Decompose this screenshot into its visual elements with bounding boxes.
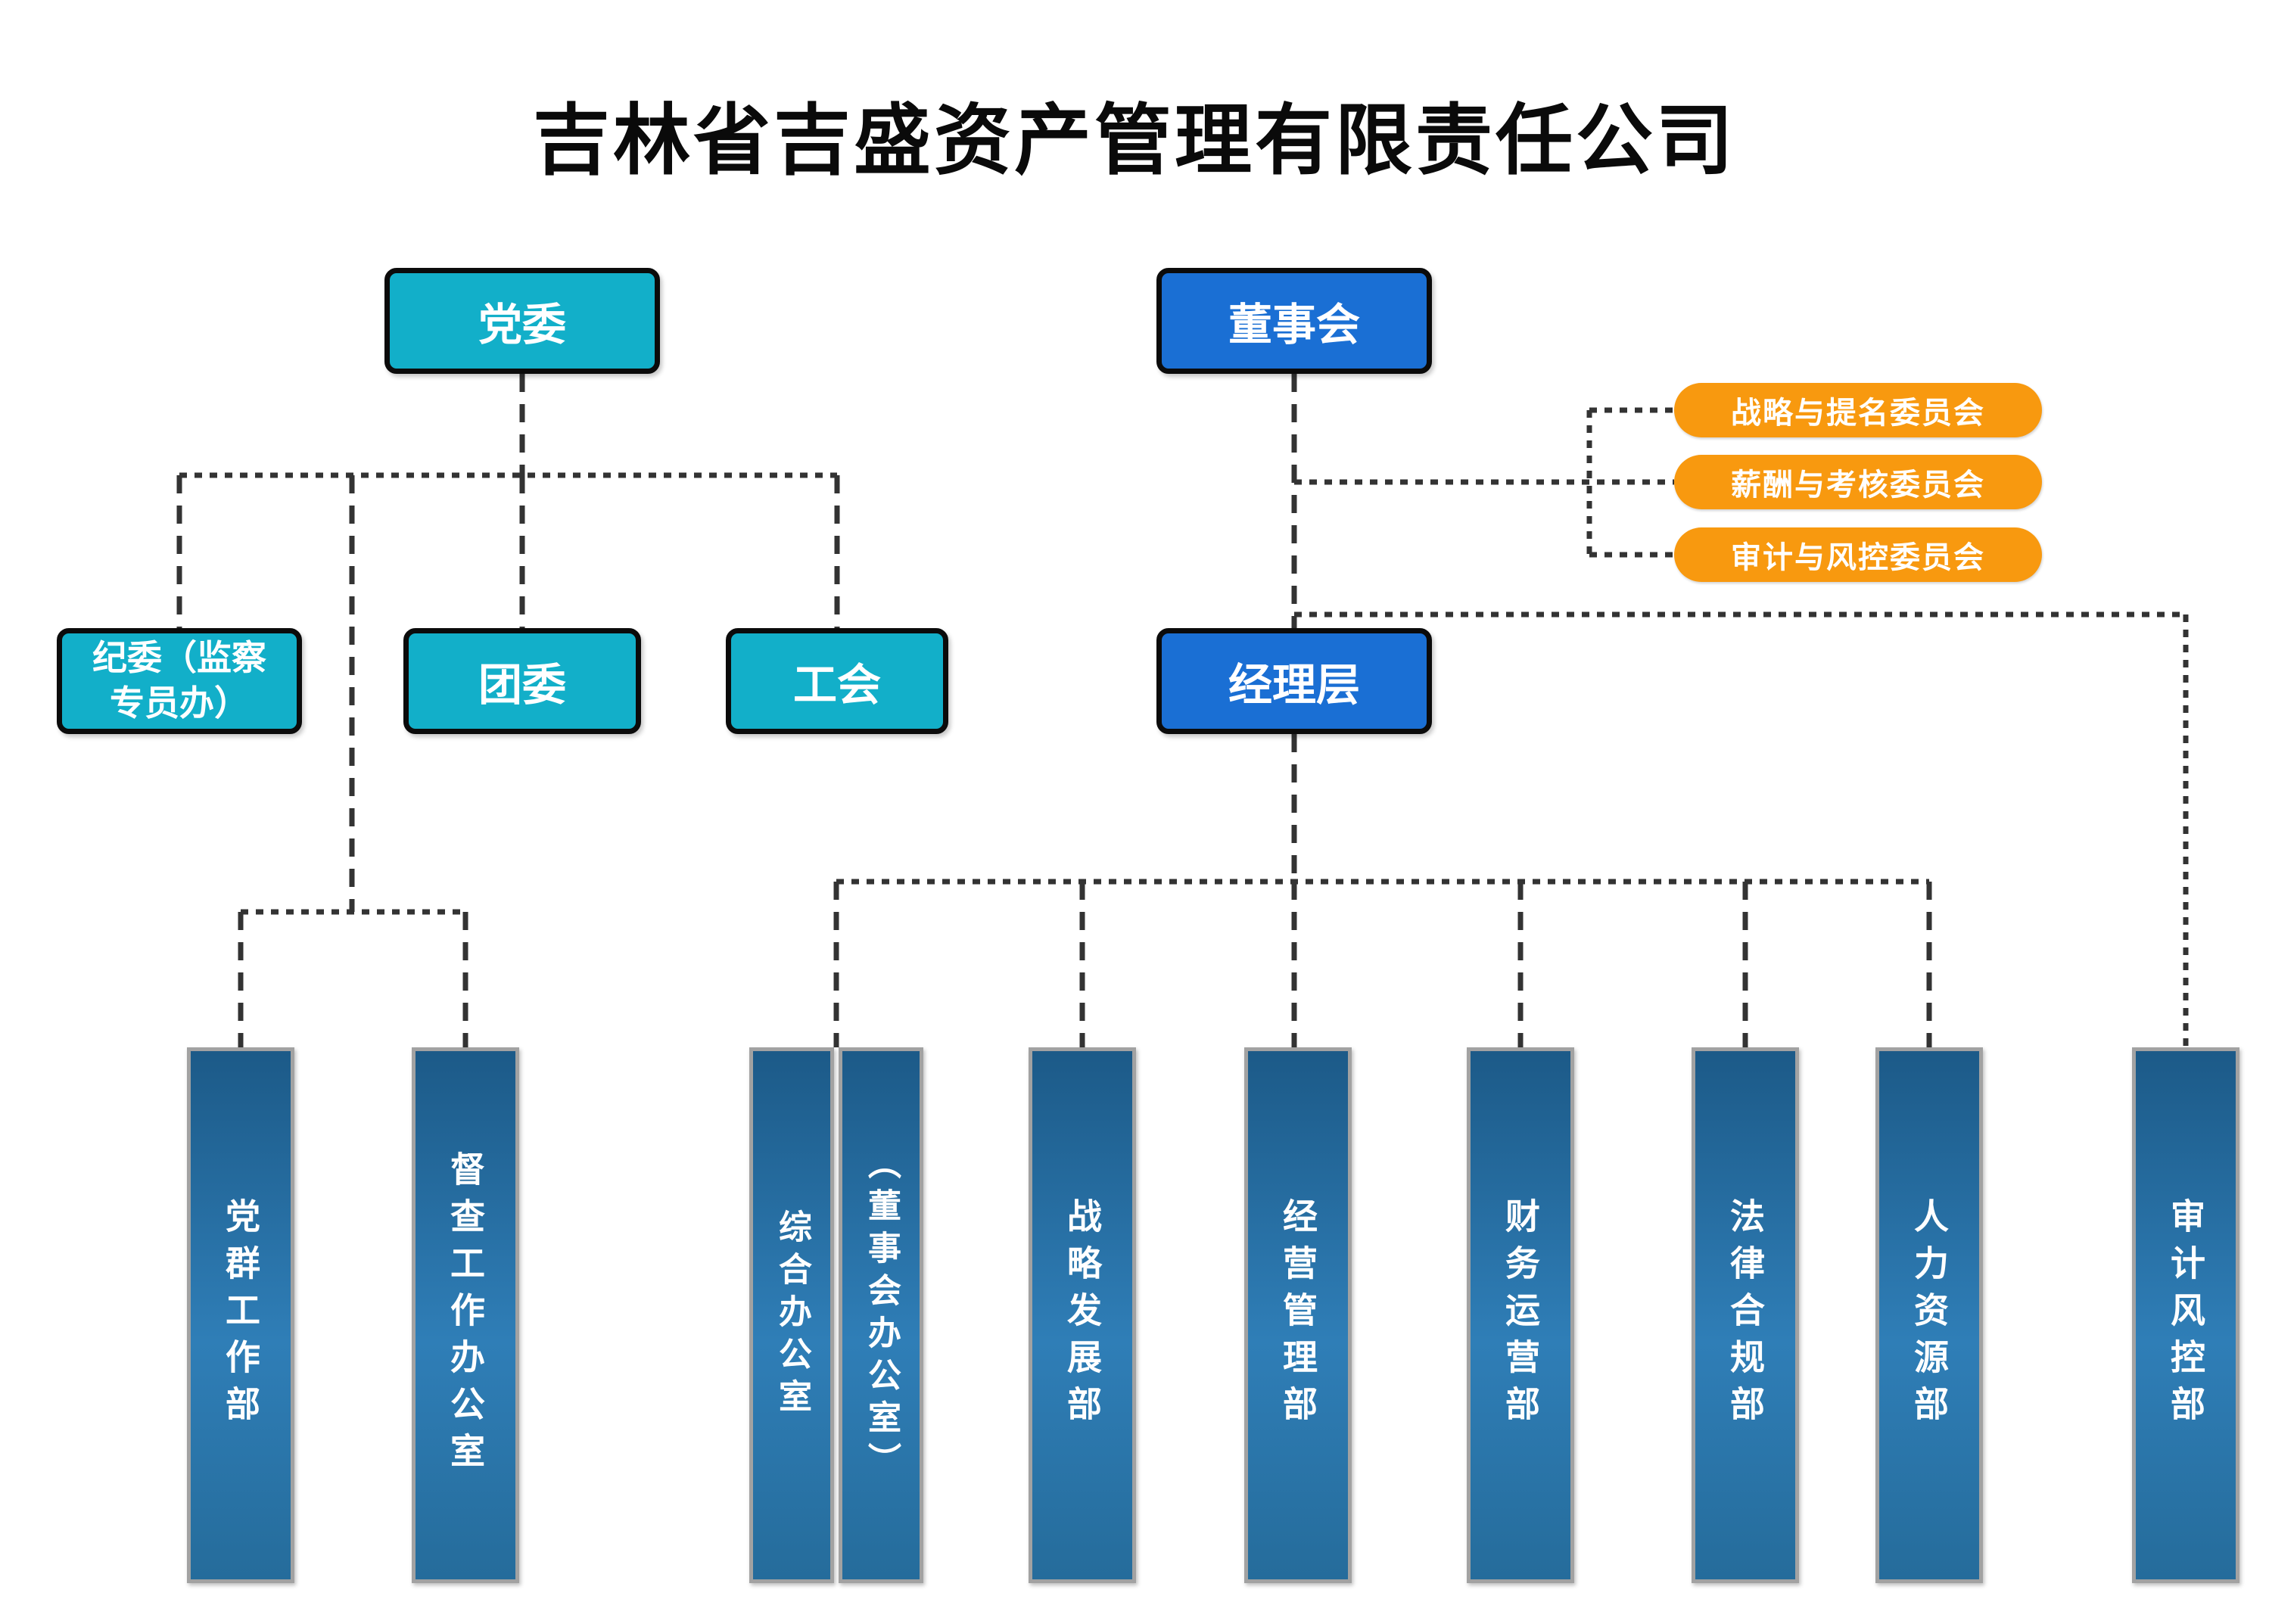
discipline-line2: 专员办） — [110, 683, 249, 723]
dept-legal-compliance: 法律合规部 — [1692, 1047, 1799, 1583]
node-management: 经理层 — [1156, 628, 1432, 734]
node-labor-union: 工会 — [726, 628, 948, 734]
dept-strategy-development: 战略发展部 — [1029, 1047, 1136, 1583]
page-title: 吉林省吉盛资产管理有限责任公司 — [533, 98, 1736, 184]
dept-operations-management: 经营管理部 — [1244, 1047, 1352, 1583]
dept-finance-operations: 财务运营部 — [1467, 1047, 1574, 1583]
dept-general-office: 综合办公室 — [749, 1047, 834, 1583]
pill-strategy-nomination-committee: 战略与提名委员会 — [1674, 383, 2042, 437]
pill-audit-risk-committee: 审计与风控委员会 — [1674, 527, 2042, 582]
dept-supervision-office: 督查工作办公室 — [412, 1047, 519, 1583]
pill-compensation-appraisal-committee: 薪酬与考核委员会 — [1674, 455, 2042, 509]
dept-party-mass-work: 党群工作部 — [187, 1047, 294, 1583]
dept-human-resources: 人力资源部 — [1875, 1047, 1983, 1583]
dept-audit-risk-control: 审计风控部 — [2132, 1047, 2239, 1583]
node-board: 董事会 — [1156, 268, 1432, 374]
dept-board-office: （董事会办公室） — [839, 1047, 923, 1583]
discipline-line1: 纪委（监察 — [92, 638, 266, 678]
node-discipline-committee: 纪委（监察 专员办） — [57, 628, 302, 734]
node-party-committee: 党委 — [384, 268, 660, 374]
node-youth-league: 团委 — [403, 628, 641, 734]
